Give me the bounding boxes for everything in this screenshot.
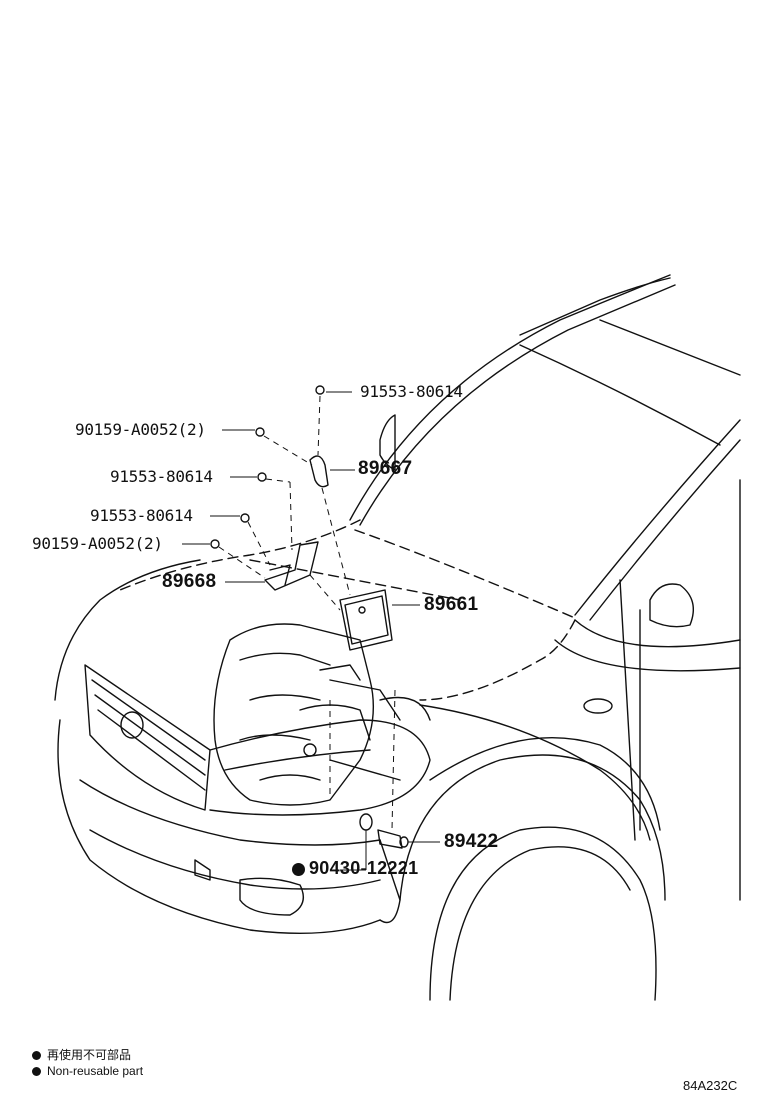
part-label-90430-text: 90430-12221	[309, 858, 419, 878]
part-label-89661: 89661	[424, 594, 479, 615]
headlamp	[209, 719, 431, 816]
part-label-90159-a: 90159-A0052(2)	[75, 420, 206, 439]
grille	[84, 664, 211, 811]
legend-text-jp: 再使用不可部品	[47, 1048, 132, 1062]
a-pillar	[574, 419, 741, 616]
front-tire	[429, 826, 657, 1001]
part-label-91553-low: 91553-80614	[90, 506, 193, 525]
wheel-arch	[399, 754, 666, 901]
legend-dot-icon	[32, 1051, 41, 1060]
engine-block	[213, 623, 374, 806]
legend-line-en: Non-reusable part	[32, 1064, 143, 1078]
nonreusable-marker-icon	[292, 863, 305, 876]
part-label-90159-b: 90159-A0052(2)	[32, 534, 163, 553]
part-label-91553-mid: 91553-80614	[110, 467, 213, 486]
body-side	[574, 619, 741, 648]
part-label-89667: 89667	[358, 458, 413, 479]
sensor-89422	[377, 829, 403, 849]
hood-outline	[354, 529, 576, 619]
roof-line	[349, 274, 671, 521]
legend-text-en: Non-reusable part	[47, 1064, 144, 1078]
part-label-89668: 89668	[162, 571, 217, 592]
bracket-89667	[309, 455, 329, 488]
bracket-89668	[264, 541, 319, 591]
legend-line-jp: 再使用不可部品	[32, 1046, 131, 1063]
front-bumper	[57, 719, 381, 935]
diagram-code: 84A232C	[683, 1078, 738, 1093]
part-label-90430: 90430-12221	[292, 858, 418, 879]
ecu-89661	[339, 589, 393, 651]
part-label-89422: 89422	[444, 831, 499, 852]
side-mirror	[649, 583, 694, 628]
part-label-91553-top: 91553-80614	[360, 382, 463, 401]
legend-dot-icon	[32, 1067, 41, 1076]
